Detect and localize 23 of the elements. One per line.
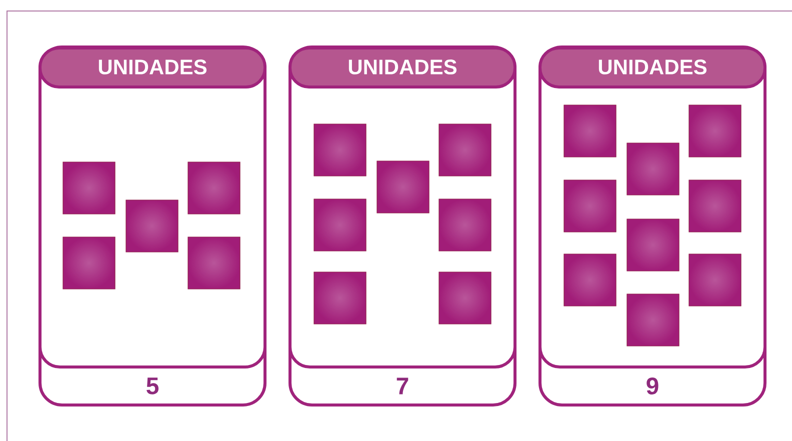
square xyxy=(376,160,430,214)
square xyxy=(314,198,366,252)
square xyxy=(188,236,240,290)
square xyxy=(438,198,492,252)
square xyxy=(688,254,742,306)
square xyxy=(62,162,116,214)
square xyxy=(688,180,742,232)
square xyxy=(626,218,680,272)
square xyxy=(626,294,680,346)
square xyxy=(438,272,492,324)
square xyxy=(564,254,616,306)
square xyxy=(62,236,116,290)
square xyxy=(564,180,616,232)
square xyxy=(126,200,178,252)
square xyxy=(438,124,492,176)
square xyxy=(564,104,616,158)
square xyxy=(314,124,366,176)
square xyxy=(188,162,240,214)
square xyxy=(688,104,742,158)
square xyxy=(314,272,366,324)
square xyxy=(626,142,680,196)
card: UNIDADES 7 xyxy=(288,46,516,406)
card: UNIDADES 5 xyxy=(38,46,266,406)
